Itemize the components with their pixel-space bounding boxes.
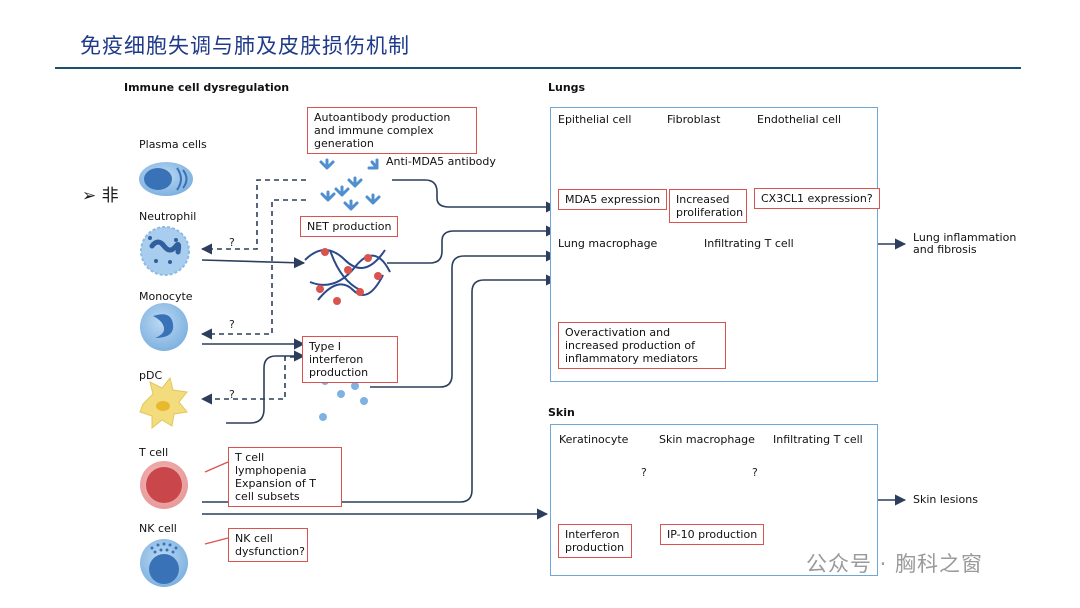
tcell-callout: T cell lymphopenia Expansion of T cell s… <box>228 447 342 507</box>
tcell-icon <box>140 461 188 509</box>
anti-mda5-label: Anti-MDA5 antibody <box>386 155 496 168</box>
cell-label-nk: NK cell <box>139 522 177 535</box>
skin-infiltrating-label: Infiltrating T cell <box>773 433 863 446</box>
tcell-callout-pointer <box>204 461 229 473</box>
watermark-text: 公众号 · 胸科之窗 <box>806 552 984 576</box>
proliferation-callout: Increased proliferation <box>669 189 747 223</box>
skin-outcome-label: Skin lesions <box>913 493 978 506</box>
fibroblast-label: Fibroblast <box>667 113 721 126</box>
title-divider <box>55 67 1021 69</box>
monocyte-icon <box>140 303 188 351</box>
lung-outcome-label: Lung inflammation and fibrosis <box>913 231 1017 256</box>
keratinocyte-label: Keratinocyte <box>559 433 629 446</box>
neutrophil-icon <box>140 226 190 276</box>
ifn-callout: Type I interferon production <box>302 336 398 383</box>
page-title: 免疫细胞失调与肺及皮肤损伤机制 <box>80 34 410 58</box>
interferon-dots <box>319 377 368 421</box>
net-callout: NET production <box>300 216 399 237</box>
lung-macrophage-label: Lung macrophage <box>558 237 658 250</box>
cell-label-neutrophil: Neutrophil <box>139 210 197 223</box>
cell-label-tcell: T cell <box>139 446 169 459</box>
immune-heading: Immune cell dysregulation <box>124 81 290 94</box>
net-icon <box>304 248 391 305</box>
arrow-ifn-lungs <box>370 250 558 388</box>
nk-callout-pointer <box>204 537 229 545</box>
mda5-callout: MDA5 expression <box>558 189 668 210</box>
antibody-icons <box>319 158 381 211</box>
arrow-neutrophil-net <box>201 257 306 269</box>
question-mark: ? <box>641 466 647 479</box>
skin-ifn-callout: Interferon production <box>558 524 632 558</box>
question-mark: ? <box>229 388 235 401</box>
arrow-antibody-lungs <box>392 179 558 213</box>
skin-macrophage-label: Skin macrophage <box>659 433 755 446</box>
cx3cl1-callout: CX3CL1 expression? <box>754 188 880 209</box>
dashed-arrow-pdc <box>200 356 304 405</box>
question-mark: ? <box>752 466 758 479</box>
epithelial-label: Epithelial cell <box>558 113 632 126</box>
autoantibody-callout: Autoantibody production and immune compl… <box>307 107 477 154</box>
bullet-text: ➢ 非 <box>82 186 119 206</box>
overactivation-callout: Overactivation and increased production … <box>558 322 726 369</box>
question-mark: ? <box>229 318 235 331</box>
skin-heading: Skin <box>548 406 575 419</box>
plasma-cell-icon <box>139 162 193 196</box>
dashed-arrow-monocyte <box>200 199 306 340</box>
question-mark: ? <box>229 236 235 249</box>
nk-cell-icon <box>140 539 188 587</box>
cell-label-plasma: Plasma cells <box>139 138 207 151</box>
dashed-arrow-neutrophil <box>200 179 306 255</box>
lung-infiltrating-label: Infiltrating T cell <box>704 237 794 250</box>
arrow-net-lungs <box>387 225 558 264</box>
ip10-callout: IP-10 production <box>660 524 765 545</box>
lungs-heading: Lungs <box>548 81 586 94</box>
endothelial-label: Endothelial cell <box>757 113 842 126</box>
cell-label-pdc: pDC <box>139 369 163 382</box>
cell-label-monocyte: Monocyte <box>139 290 193 303</box>
arrow-pdc-ifn <box>226 350 306 424</box>
nk-callout: NK cell dysfunction? <box>228 528 308 562</box>
pdc-icon <box>139 376 188 430</box>
arrow-tcell-lungs <box>202 274 558 503</box>
